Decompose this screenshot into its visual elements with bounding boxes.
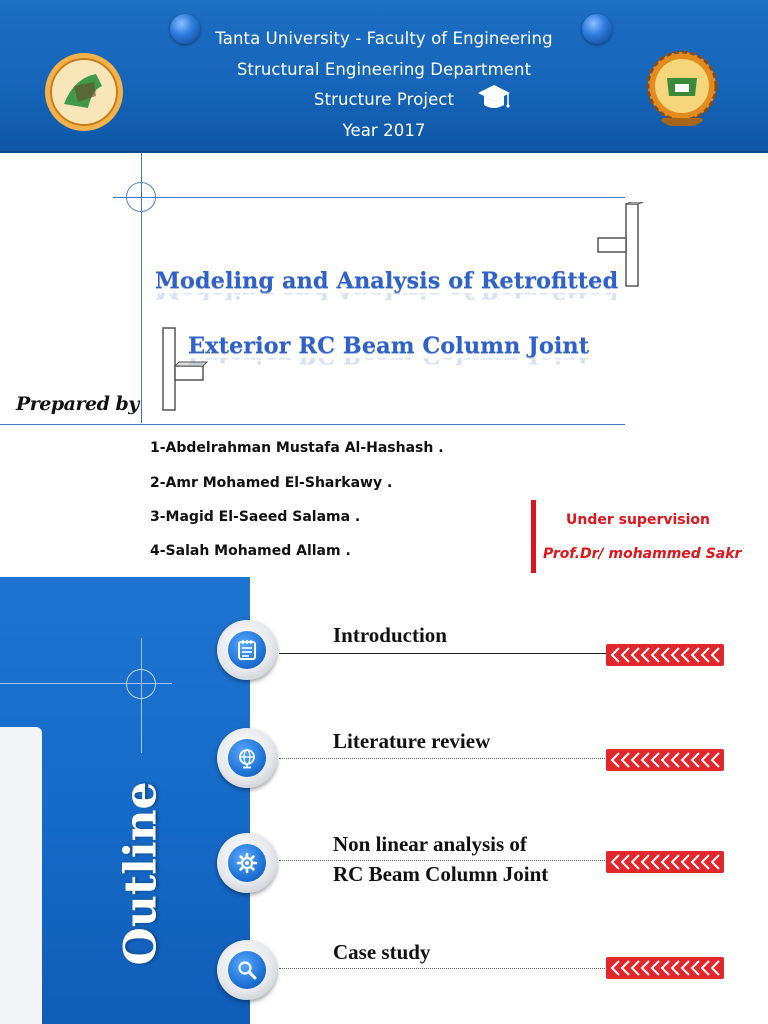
- outline-rule: [279, 860, 609, 861]
- outline-item-introduction-badge[interactable]: [217, 620, 277, 680]
- globe-icon: [239, 749, 255, 769]
- year-line: Year 2017: [342, 120, 426, 140]
- guide-line-bottom: [0, 424, 625, 425]
- author-2: 2-Amr Mohamed El-Sharkawy .: [150, 475, 393, 491]
- outline-item-literature[interactable]: Literature review: [333, 729, 491, 753]
- outline-rule: [279, 758, 609, 759]
- supervisor-name: Prof.Dr/ mohammed Sakr: [543, 546, 742, 562]
- notepad-icon: [238, 640, 256, 660]
- beam-column-joint-icon: [162, 327, 209, 411]
- title-line-2: Exterior RC Beam Column Joint: [188, 333, 590, 359]
- outline-item-literature-badge[interactable]: [217, 728, 277, 788]
- chevron-arrows-icon: [606, 644, 724, 666]
- project-line: Structure Project: [313, 90, 455, 109]
- supervision-label: Under supervision: [566, 512, 710, 528]
- magnifier-icon: [238, 961, 257, 980]
- outline-item-introduction[interactable]: Introduction: [333, 623, 447, 647]
- title-line-2-reflection: Exterior RC Beam Column Joint: [188, 358, 589, 368]
- author-4: 4-Salah Mohamed Allam .: [150, 543, 351, 559]
- supervision-accent-bar: [531, 500, 536, 573]
- outline-item-nonlinear-line-2[interactable]: RC Beam Column Joint: [333, 862, 549, 886]
- outline-heading: Outline: [115, 781, 167, 966]
- header-text: Tanta University - Faculty of Engineerin…: [0, 0, 768, 153]
- gear-icon: [236, 852, 258, 874]
- university-line: Tanta University - Faculty of Engineerin…: [215, 29, 553, 48]
- title-line-1: Modeling and Analysis of Retrofitted: [155, 268, 619, 294]
- prepared-by-label: Prepared by: [16, 393, 139, 415]
- guide-line-top: [113, 197, 625, 198]
- outline-crosshair-icon: [126, 669, 156, 699]
- header-band: Tanta University - Faculty of Engineerin…: [0, 0, 768, 153]
- department-line: Structural Engineering Department: [236, 59, 532, 79]
- author-3: 3-Magid El-Saeed Salama .: [150, 509, 361, 525]
- outline-item-case-study[interactable]: Case study: [333, 940, 431, 964]
- outline-side-panel: [0, 727, 42, 1024]
- crosshair-icon: [126, 182, 156, 212]
- chevron-arrows-icon: [606, 749, 724, 771]
- outline-item-nonlinear-line-1[interactable]: Non linear analysis of: [333, 832, 527, 856]
- chevron-arrows-icon: [606, 851, 724, 873]
- title-line-1-reflection: Modeling and Analysis of Retrofitted: [155, 293, 618, 303]
- outline-rule: [279, 653, 609, 654]
- faculty-logo-icon: [646, 50, 718, 126]
- guide-line-vertical: [141, 153, 142, 423]
- university-logo-icon: [45, 53, 123, 131]
- outline-rule: [279, 968, 609, 969]
- beam-column-joint-icon: [597, 202, 644, 287]
- author-1: 1-Abdelrahman Mustafa Al-Hashash .: [150, 440, 444, 456]
- orb-right-icon: [582, 14, 612, 44]
- outline-guide-horizontal: [0, 683, 172, 684]
- orb-left-icon: [170, 14, 200, 44]
- graduation-cap-icon: [478, 85, 510, 108]
- outline-item-case-study-badge[interactable]: [217, 940, 277, 1000]
- outline-item-nonlinear-badge[interactable]: [217, 833, 277, 893]
- chevron-arrows-icon: [606, 957, 724, 979]
